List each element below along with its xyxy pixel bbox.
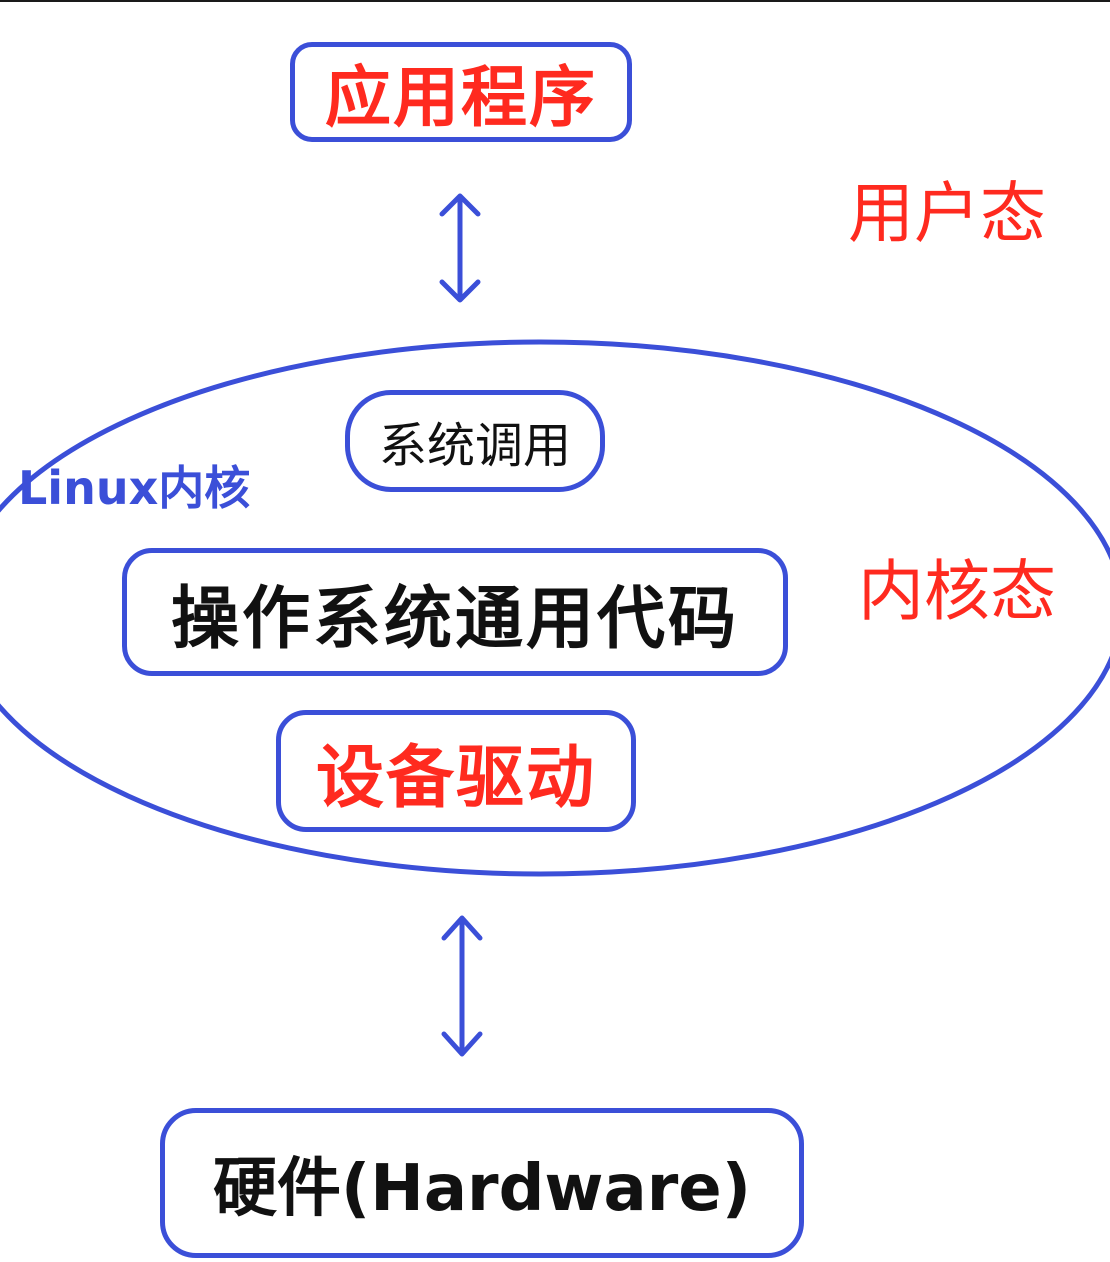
system-call-box: 系统调用: [345, 390, 605, 492]
kernel-ellipse: [0, 339, 1110, 877]
kernel-mode-label: 内核态: [858, 553, 1056, 630]
os-generic-code-label: 操作系统通用代码: [170, 579, 739, 659]
hardware-box: 硬件(Hardware): [160, 1108, 804, 1258]
hardware-label: 硬件(Hardware): [213, 1152, 751, 1226]
user-mode-label: 用户态: [848, 175, 1046, 252]
application-label: 应用程序: [325, 59, 597, 136]
system-call-label: 系统调用: [378, 418, 571, 474]
application-box: 应用程序: [290, 42, 632, 142]
os-generic-code-box: 操作系统通用代码: [122, 548, 788, 676]
double-arrow-icon: [439, 193, 481, 303]
device-driver-box: 设备驱动: [276, 710, 636, 832]
top-border: [0, 0, 1110, 2]
double-arrow-icon: [441, 915, 483, 1057]
device-driver-label: 设备驱动: [315, 738, 596, 818]
linux-kernel-label: Linux内核: [18, 461, 251, 515]
